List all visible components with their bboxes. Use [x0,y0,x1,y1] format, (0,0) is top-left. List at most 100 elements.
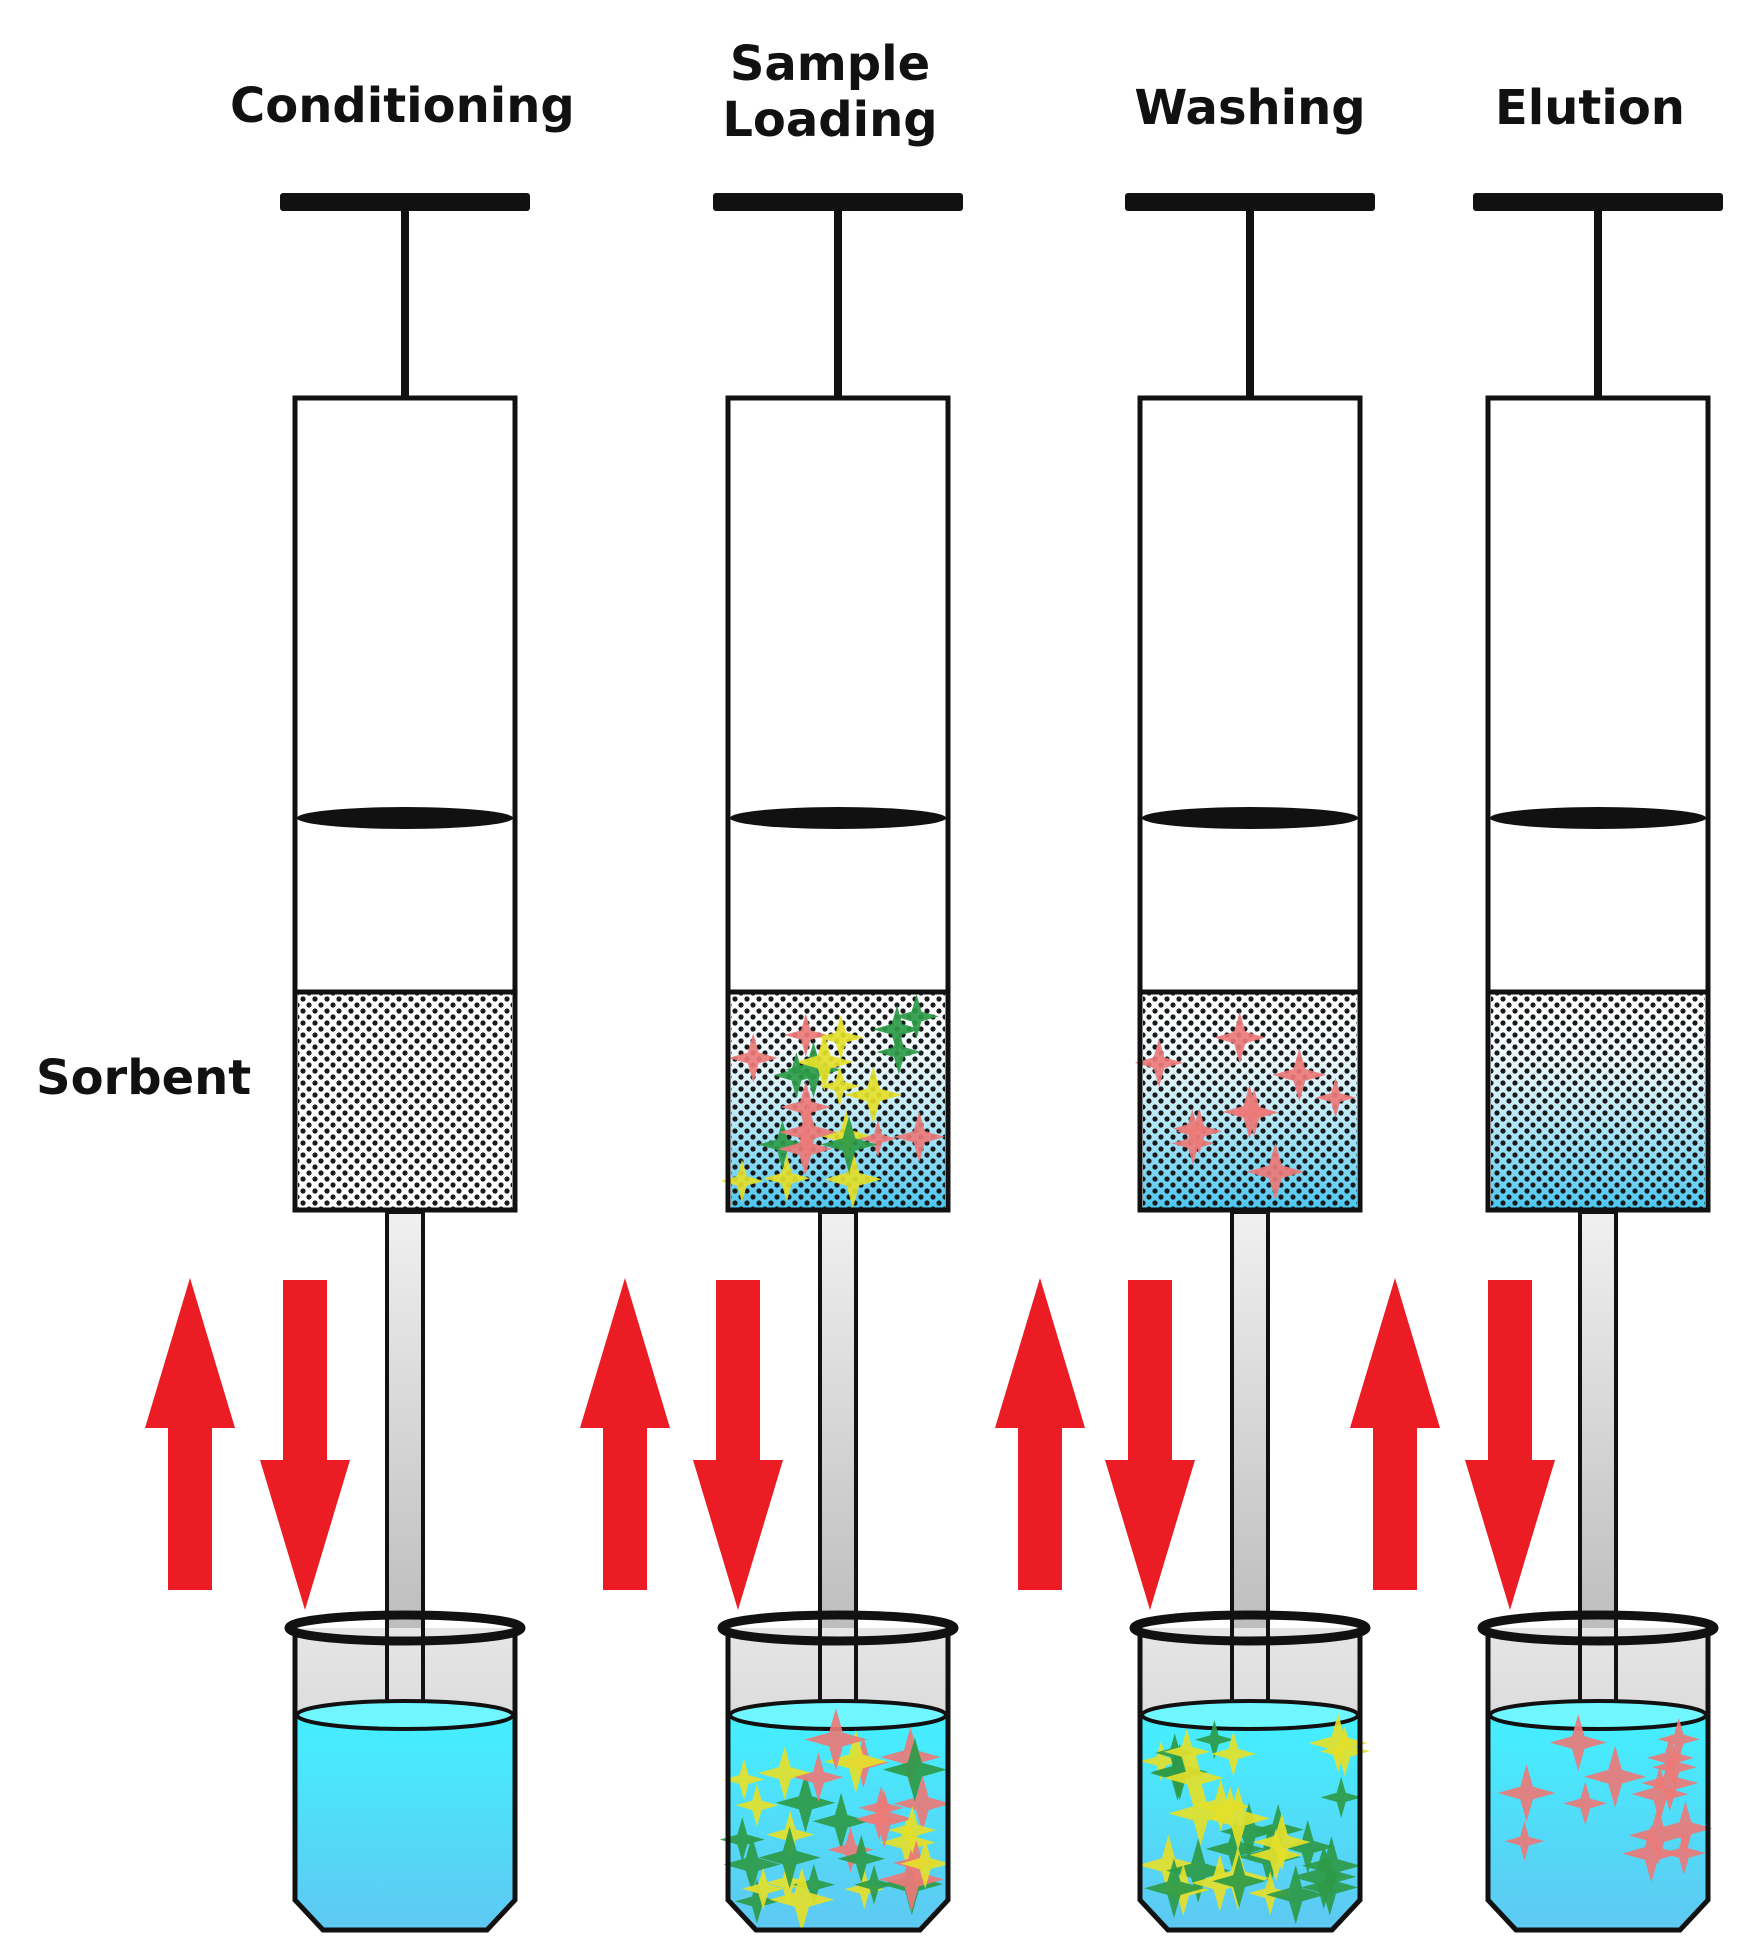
step-title-elution: Elution [1495,80,1685,136]
beaker-red-particle [879,1846,944,1912]
beaker-red-particle [804,1708,868,1771]
beaker-red-particle [1622,1824,1681,1883]
sorbent-red-particle [784,1013,828,1057]
beaker-green-particle [1301,1836,1361,1896]
beaker-yellow-particle [900,1838,951,1889]
beaker-red-particle [1658,1801,1713,1856]
beaker-red-particle [1583,1745,1647,1808]
sorbent-red-particle [1230,1088,1279,1137]
beaker-yellow-particle [741,1867,785,1911]
beaker-yellow-particle [735,1783,779,1827]
beaker-liquid-surface [1488,1699,1708,1731]
beaker-green-particle [719,1817,765,1863]
flow-arrow-down [693,1280,783,1610]
beaker-yellow-particle [765,1860,811,1906]
sorbent-green-particle [820,1116,878,1174]
plunger-disc [297,807,513,829]
beaker-green-particle [1150,1745,1205,1801]
flow-arrow-down [1105,1280,1195,1610]
sorbent-green-particle [773,1052,820,1099]
sorbent-red-particle [1272,1047,1327,1102]
beaker-green-particle [792,1863,835,1906]
flow-arrow-down [1465,1280,1555,1610]
step-title-sample-loading: Sample Loading [722,36,938,149]
sorbent-red-particle [893,1111,945,1163]
sorbent-red-particle [1176,1108,1223,1155]
sorbent-dots [1491,992,1705,1210]
beaker-green-particle [775,1772,836,1833]
sorbent-red-particle [859,1119,897,1158]
sorbent-red-particle [778,1103,838,1162]
beaker-green-particle [1144,1858,1204,1919]
beaker-green-particle [1280,1819,1335,1874]
flow-arrow-up [1350,1278,1440,1590]
spe-unit-4 [1350,193,1723,1933]
sorbent-green-particle [876,1029,922,1075]
beaker-red-particle [1631,1765,1689,1823]
flow-arrow-up [995,1278,1085,1590]
flow-arrow-down [260,1280,350,1610]
beaker-yellow-particle [824,1729,888,1793]
plunger-disc [1490,807,1706,829]
sorbent-label: Sorbent [36,1050,252,1106]
beaker-green-particle [854,1864,895,1905]
sorbent-green-particle [785,1041,842,1098]
beaker-green-particle [1320,1776,1362,1818]
beaker-outline [725,1628,951,1933]
sorbent-red-particle [1246,1142,1305,1201]
beaker-yellow-particle [1163,1747,1224,1808]
plunger-handle [713,193,963,211]
spe-unit-3 [995,193,1375,1933]
beaker-yellow-particle [1319,1726,1370,1777]
beaker-red-particle [893,1774,952,1833]
beaker-yellow-particle [1248,1871,1293,1916]
beaker-green-particle [1205,1819,1265,1879]
sorbent-yellow-particle [819,1065,861,1107]
beaker-green-particle [758,1826,821,1889]
beaker-yellow-particle [844,1869,885,1910]
sorbent-red-particle [1315,1077,1356,1118]
beaker-yellow-particle [723,1758,765,1800]
beaker-green-particle [734,1879,780,1924]
beaker-green-particle [723,1835,781,1894]
needle-tube [818,1210,858,1674]
sorbent-yellow-particle [844,1065,903,1124]
beaker-red-particle [1563,1781,1608,1826]
beaker-green-particle [1291,1844,1357,1910]
beaker-red-particle [1652,1744,1697,1790]
sorbent-dots [298,992,512,1210]
needle-tube [385,1210,425,1674]
sorbent-yellow-particle [817,1014,864,1061]
sorbent-yellow-particle [823,1150,882,1209]
beaker-red-particle [1646,1734,1694,1782]
beaker-red-particle [1641,1754,1699,1812]
beaker-green-particle [882,1737,947,1802]
beaker-yellow-particle [1249,1828,1303,1882]
beaker-yellow-particle [1206,1786,1271,1851]
spe-unit-2 [580,193,963,1933]
beaker-liquid [295,1715,515,1930]
beaker-green-particle [837,1834,886,1883]
beaker-rim [717,1610,959,1646]
plunger-disc [730,807,946,829]
beaker-yellow-particle [879,1814,936,1871]
needle-tube [1230,1210,1270,1674]
sorbent-green-particle [758,1120,807,1169]
beaker-yellow-particle [1140,1740,1182,1782]
beaker-red-particle [793,1752,844,1803]
sorbent-yellow-particle [720,1159,764,1203]
step-title-conditioning: Conditioning [230,78,575,134]
flow-arrow-up [580,1278,670,1590]
sorbent-red-particle [1213,1011,1266,1064]
beaker-red-particle [859,1785,904,1830]
beaker-outline [1485,1628,1711,1933]
beaker-liquid-surface [295,1699,515,1731]
beaker-red-particle [1662,1831,1706,1875]
sorbent-red-particle [1171,1121,1215,1165]
sorbent-green-particle [872,1005,922,1054]
beaker-green-particle [1220,1802,1278,1861]
plunger-disc [1142,807,1358,829]
sorbent-red-particle [728,1033,778,1083]
plunger-handle [1125,193,1375,211]
